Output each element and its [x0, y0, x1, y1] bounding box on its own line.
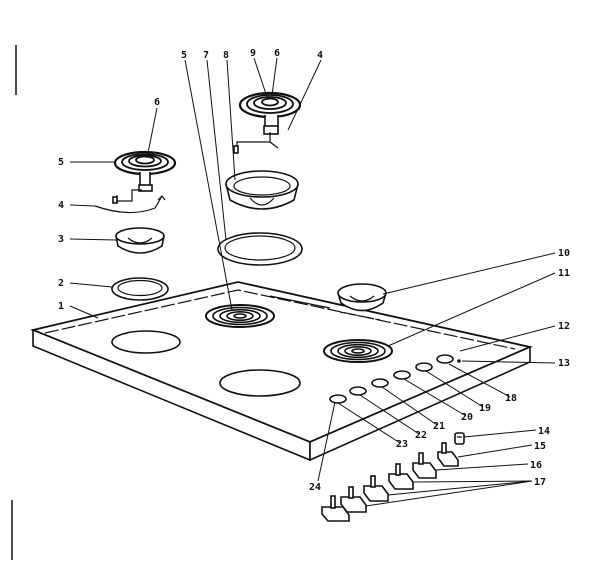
burner-opening: [219, 369, 301, 397]
callout-22: 22: [415, 430, 427, 441]
callout-17: 17: [534, 477, 546, 488]
infinite-switch: [388, 463, 414, 490]
callout-12: 12: [558, 321, 570, 332]
drip-pan-right: [337, 283, 387, 312]
drip-pan-left: [115, 227, 165, 254]
callout-20: 20: [461, 412, 473, 423]
surface-element-right: [323, 339, 393, 363]
callout-4: 4: [317, 50, 323, 61]
callout-24: 24: [309, 482, 321, 493]
callout-13: 13: [558, 358, 570, 369]
callout-19: 19: [479, 403, 491, 414]
callout-21: 21: [433, 421, 445, 432]
callout-5: 5: [58, 157, 64, 168]
callout-3: 3: [58, 234, 64, 245]
callout-8: 8: [223, 50, 229, 61]
callout-6: 6: [154, 97, 160, 108]
infinite-switch: [340, 486, 367, 513]
infinite-switch: [437, 442, 459, 467]
callout-16: 16: [530, 460, 542, 471]
cooktop-panel: [30, 281, 533, 462]
callout-10: 10: [558, 248, 570, 259]
infinite-switch: [363, 475, 389, 502]
callout-4: 4: [58, 200, 64, 211]
callout-15: 15: [534, 441, 546, 452]
infinite-switch: [412, 452, 437, 479]
callout-7: 7: [203, 50, 209, 61]
callout-2: 2: [58, 278, 64, 289]
surface-element-left: [113, 150, 177, 192]
wire-lead-top: [233, 132, 279, 154]
callout-6: 6: [274, 48, 280, 59]
callout-1: 1: [58, 301, 64, 312]
callout-labels: 1 2 3 4 5 6 5 7 8 9 6 4 10 11 12 13 14 1…: [58, 48, 570, 493]
surface-element-rear-left: [205, 304, 275, 328]
surface-element-top: [238, 91, 302, 135]
callout-9: 9: [250, 48, 256, 59]
control-knob: [454, 432, 465, 445]
trim-ring-left: [111, 277, 169, 301]
callout-5: 5: [181, 50, 187, 61]
trim-ring-center: [217, 232, 303, 266]
callout-18: 18: [505, 393, 517, 404]
infinite-switch: [321, 495, 350, 522]
wire-lead-left: [94, 189, 166, 214]
burner-opening: [111, 330, 181, 354]
drip-pan-center: [225, 170, 299, 210]
callout-14: 14: [538, 426, 550, 437]
leader-lines: [69, 57, 556, 507]
callout-11: 11: [558, 268, 570, 279]
callout-23: 23: [396, 439, 408, 450]
